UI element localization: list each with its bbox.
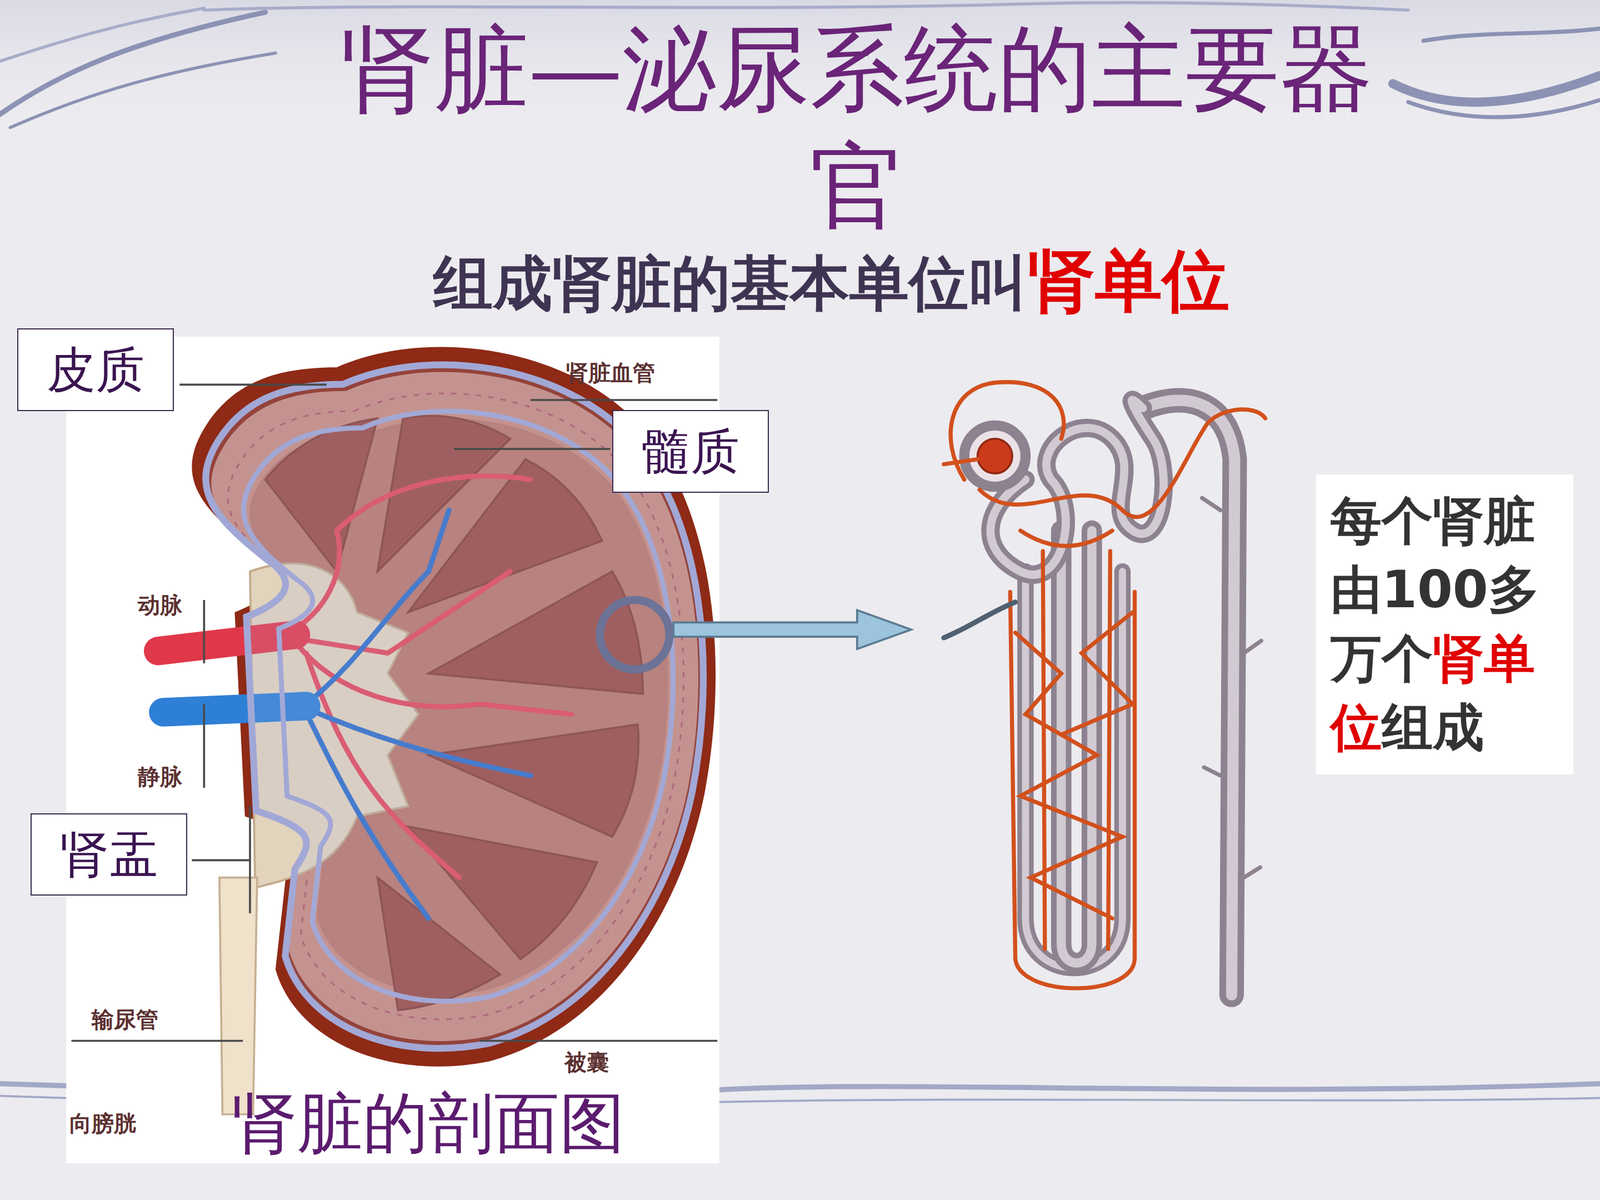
kidney-section [243,411,674,1002]
subtitle-text: 肾单位 [1027,241,1230,320]
slide-decoration [719,1097,1600,1102]
nephron-drawing [1243,640,1262,653]
kidney-section [219,877,258,1115]
slide-title: 肾脏—泌尿系统的主要器官 [296,10,1419,245]
nephron-drawing [1042,551,1045,949]
nephron-drawing [1020,530,1113,547]
part-label: 被囊 [564,1048,609,1076]
subtitle-text: 组成肾脏的基本单位叫 [433,248,1028,318]
part-label: 动脉 [137,591,183,619]
nephron-drawing [1108,551,1111,949]
leader-line [248,806,252,914]
nephron-drawing [1061,612,1133,735]
part-label: 向膀胱 [69,1110,137,1137]
slide-decoration [10,53,276,128]
kidney-section [600,600,670,670]
slide-decoration [1392,75,1600,103]
slide-decoration [1408,100,1600,118]
slide-decoration [719,1083,1600,1090]
leader-line [71,1040,244,1043]
nephron-drawing [1061,530,1092,963]
nephron-drawing [950,382,1064,480]
note-box: 每个肾脏由100多万个肾单位组成 [1316,474,1574,775]
nephron-drawing [977,438,1013,474]
leader-line [191,859,250,862]
nephron-drawing [1202,497,1262,878]
slide-decoration [0,8,204,62]
nephron-drawing [943,382,1266,995]
region-label-box: 肾盂 [30,813,188,897]
leader-line [479,1040,718,1043]
slide-decoration [0,1083,66,1087]
slide-decoration [203,2,1408,10]
slide-decoration [0,1096,66,1099]
nephron-drawing [990,400,1164,575]
region-label: 肾盂 [60,825,158,884]
nephron-drawing [979,409,1265,517]
nephron-drawing [943,602,1016,638]
nephron-drawing [1061,530,1092,963]
region-label-box: 髓质 [612,410,769,493]
note-text: 组成 [1381,697,1484,758]
nephron-drawing [1010,591,1135,989]
part-label: 静脉 [137,763,183,790]
subtitle-line: 组成肾脏的基本单位叫肾单位 [306,240,1358,322]
leader-line [179,383,327,387]
nephron-drawing [943,459,978,465]
zoom-arrow [673,610,912,649]
nephron-drawing [1203,767,1220,776]
region-label: 皮质 [46,340,145,400]
leader-line [530,398,718,402]
nephron-drawing [1202,497,1221,510]
part-label: 肾脏血管 [566,359,655,387]
nephron-drawing [943,382,1266,989]
nephron-drawing [990,400,1164,575]
figure-caption: 肾脏的剖面图 [209,1083,649,1163]
part-label: 输尿管 [91,1006,159,1033]
nephron-drawing [964,425,1026,487]
leader-line [453,447,610,450]
region-label: 髓质 [641,422,740,482]
region-label-box: 皮质 [17,328,174,412]
leader-line [203,703,206,788]
slide-decoration [1423,28,1600,41]
leader-line [203,600,206,664]
nephron-drawing [1243,867,1260,878]
